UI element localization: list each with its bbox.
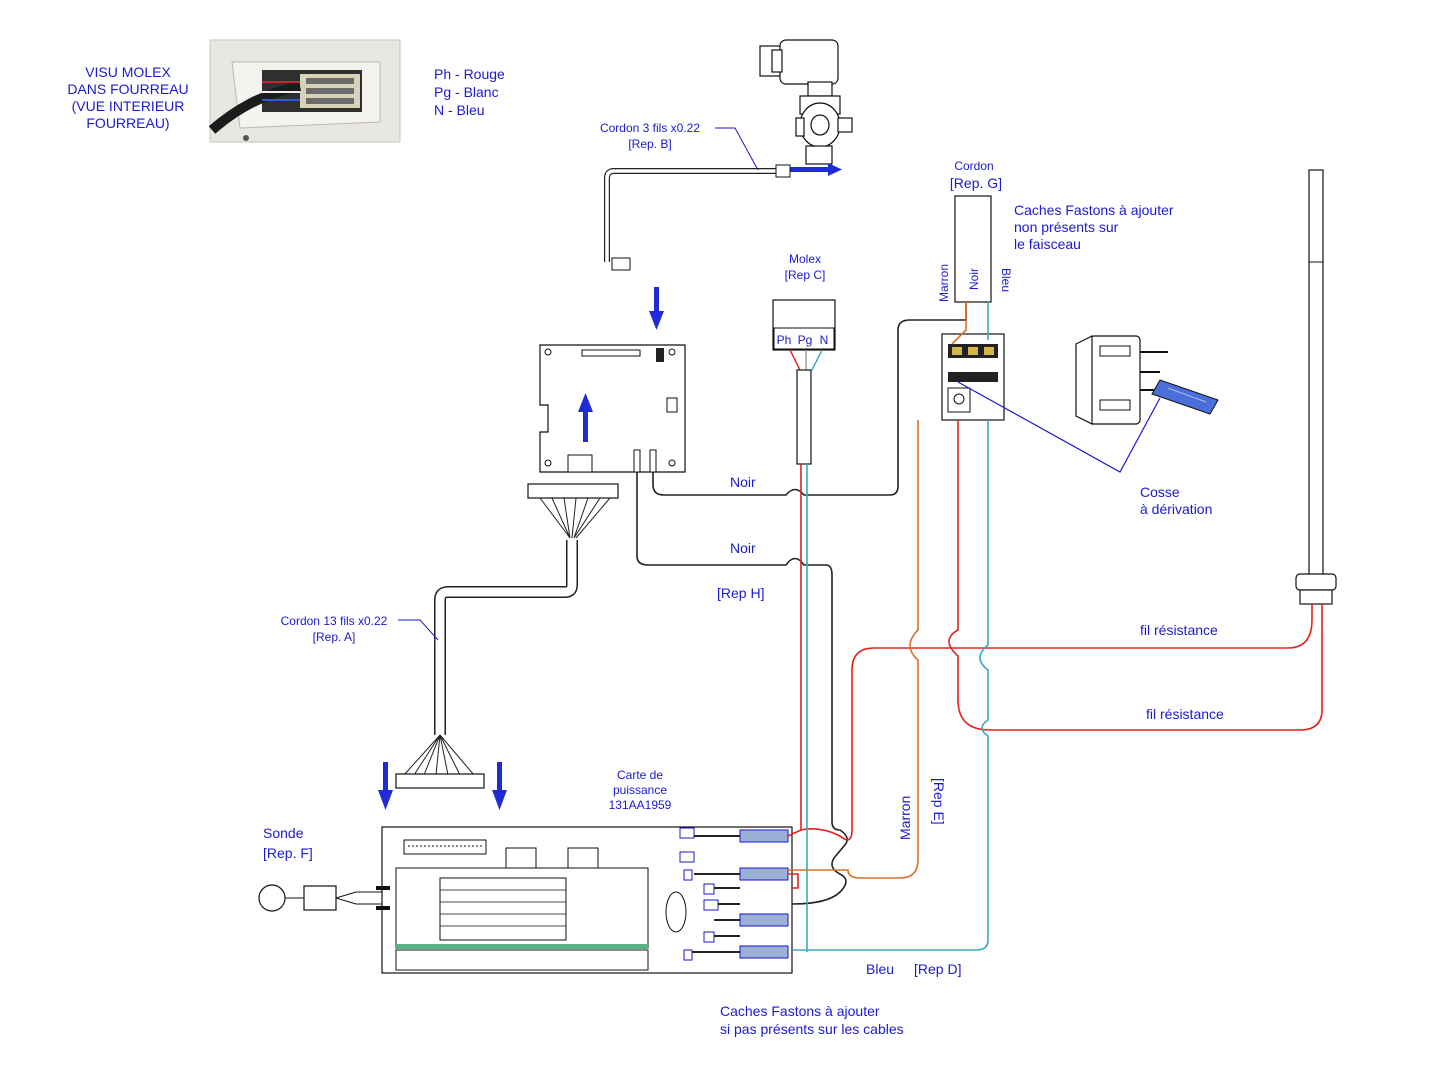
label-fil-resistance-2: fil résistance: [1146, 706, 1224, 722]
heating-element: [1295, 169, 1337, 605]
label-noir-1: Noir: [730, 474, 756, 490]
label-rep-e: [Rep E]: [931, 778, 947, 825]
power-board-label: Carte de puissance 131AA1959: [609, 768, 672, 812]
cordon-g-wire-noir: Noir: [967, 268, 981, 290]
rocker-switch: [1075, 335, 1168, 425]
photo-caption: VISU MOLEX DANS FOURREAU (VUE INTERIEUR …: [67, 64, 188, 131]
sonde-line2: [Rep. F]: [263, 845, 313, 861]
label-rep-d: [Rep D]: [914, 961, 961, 977]
cordon-a: [395, 483, 619, 789]
sonde: [258, 884, 390, 912]
label-bleu: Bleu: [866, 961, 894, 977]
wire-noir-2: [636, 472, 848, 905]
caches-bottom-line1: Caches Fastons à ajouter: [720, 1003, 880, 1019]
cordon-b-line2: [Rep. B]: [628, 137, 671, 151]
cosse-derivation-terminal: [1151, 379, 1219, 415]
cordon-b-line1: Cordon 3 fils x0.22: [600, 121, 700, 135]
cordon-g-line2: [Rep. G]: [950, 175, 1002, 191]
cordon-a-label: Cordon 13 fils x0.22 [Rep. A]: [281, 614, 388, 644]
control-board: [539, 344, 686, 473]
wire-labels: Noir Noir [Rep H] fil résistance fil rés…: [717, 474, 1224, 977]
photo-caption-line1: VISU MOLEX: [85, 64, 171, 80]
photo-caption-line2: DANS FOURREAU: [67, 81, 188, 97]
power-board-line3: 131AA1959: [609, 798, 672, 812]
caches-bottom-line2: si pas présents sur les cables: [720, 1021, 904, 1037]
molex-pin-n: N: [820, 333, 829, 347]
cosse-line1: Cosse: [1140, 484, 1180, 500]
blue-arrows-power-board: [378, 762, 507, 810]
sonde-label: Sonde [Rep. F]: [263, 825, 313, 861]
blue-arrow-sensor: [790, 163, 842, 176]
caches-top-label: Caches Fastons à ajouter non présents su…: [1014, 202, 1174, 252]
molex-connector: Ph Pg N: [772, 299, 836, 465]
cosse-pointer: [957, 381, 1161, 473]
legend-pg: Pg - Blanc: [434, 84, 499, 100]
sensor-head: [759, 39, 853, 165]
label-marron: Marron: [897, 796, 913, 840]
wire-red-ph: [787, 464, 1313, 841]
label-rep-h: [Rep H]: [717, 585, 764, 601]
molex-photo: [208, 39, 401, 143]
power-board: [381, 826, 793, 974]
photo-caption-line4: FOURREAU): [86, 115, 169, 131]
power-board-fastons: [692, 829, 789, 959]
molex-line2: [Rep C]: [785, 268, 826, 282]
cosse-line2: à dérivation: [1140, 501, 1212, 517]
cordon-b: [604, 127, 791, 271]
cordon-g-line1: Cordon: [954, 159, 993, 173]
label-noir-2: Noir: [730, 540, 756, 556]
photo-caption-line3: (VUE INTERIEUR: [72, 98, 185, 114]
caches-top-line3: le faisceau: [1014, 236, 1081, 252]
molex-line1: Molex: [789, 252, 821, 266]
caches-bottom-label: Caches Fastons à ajouter si pas présents…: [720, 1003, 904, 1037]
cordon-g: [954, 195, 992, 303]
cordon-a-line2: [Rep. A]: [313, 630, 356, 644]
caches-top-line1: Caches Fastons à ajouter: [1014, 202, 1174, 218]
wire-noir-1: [652, 302, 967, 496]
cordon-a-line1: Cordon 13 fils x0.22: [281, 614, 388, 628]
molex-pin-ph: Ph: [777, 333, 792, 347]
legend-ph: Ph - Rouge: [434, 66, 505, 82]
molex-label: Molex [Rep C]: [785, 252, 826, 282]
wire-brown: [788, 302, 967, 879]
power-board-line1: Carte de: [617, 768, 663, 782]
sonde-line1: Sonde: [263, 825, 304, 841]
label-fil-resistance-1: fil résistance: [1140, 622, 1218, 638]
cordon-b-label: Cordon 3 fils x0.22 [Rep. B]: [600, 121, 700, 151]
caches-top-line2: non présents sur: [1014, 219, 1119, 235]
cordon-g-wire-bleu: Bleu: [999, 268, 1013, 292]
cordon-g-wire-marron: Marron: [937, 264, 951, 302]
color-legend: Ph - Rouge Pg - Blanc N - Bleu: [434, 66, 505, 118]
cordon-g-label: Cordon [Rep. G] Marron Noir Bleu: [937, 159, 1013, 302]
legend-n: N - Bleu: [434, 102, 485, 118]
blue-arrow-board-top: [649, 287, 664, 330]
blue-arrow-board-up: [578, 393, 593, 442]
power-board-line2: puissance: [613, 783, 667, 797]
cosse-label: Cosse à dérivation: [1140, 484, 1212, 517]
wire-red-2: [788, 420, 1323, 889]
distribution-block: [941, 333, 1005, 421]
molex-pin-pg: Pg: [798, 333, 813, 347]
